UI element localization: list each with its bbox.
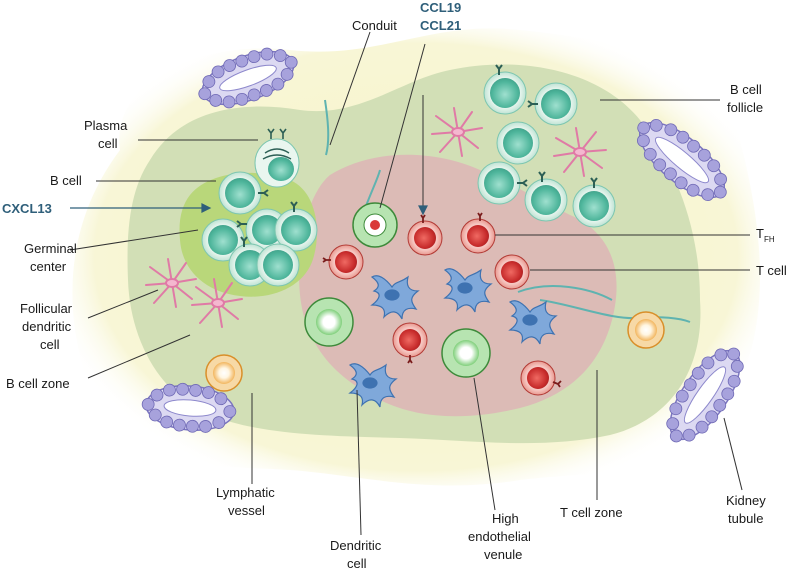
fdc-cell	[145, 107, 607, 328]
label-fdc-line3: cell	[40, 337, 60, 352]
label-hev-line3: venule	[484, 547, 522, 562]
label-dendritic-cell-line2: cell	[347, 556, 367, 571]
plasma-cell	[254, 128, 300, 188]
label-hev-line2: endothelial	[468, 529, 531, 544]
lymphatic-vessel	[205, 311, 665, 392]
label-tfh-sub: FH	[764, 235, 775, 244]
t-cell	[322, 212, 562, 396]
label-ccl19: CCL19	[420, 0, 461, 15]
b-cell	[201, 64, 616, 287]
kidney-tubule-right-top	[636, 118, 728, 202]
kidney-tubule-bottom-left	[141, 382, 237, 433]
label-plasma-cell-line2: cell	[98, 136, 118, 151]
label-dendritic-cell-line1: Dendritic	[330, 538, 382, 553]
label-b-cell-follicle-line1: B cell	[730, 82, 762, 97]
label-lymphatic-vessel-line1: Lymphatic	[216, 485, 275, 500]
high-endothelial-venule	[304, 202, 491, 378]
label-germinal-center-line2: center	[30, 259, 67, 274]
dendritic-cell	[348, 268, 558, 408]
label-germinal-center-line1: Germinal	[24, 241, 77, 256]
label-b-cell-zone: B cell zone	[6, 376, 70, 391]
kidney-tubule-bottom-right	[666, 347, 744, 443]
label-kidney-tubule-line2: tubule	[728, 511, 763, 526]
label-conduit: Conduit	[352, 18, 397, 33]
label-t-cell-zone: T cell zone	[560, 505, 623, 520]
label-hev-line1: High	[492, 511, 519, 526]
label-tfh: TFH	[756, 226, 775, 244]
label-lymphatic-vessel-line2: vessel	[228, 503, 265, 518]
label-tfh-main: T	[756, 226, 764, 241]
label-kidney-tubule-line1: Kidney	[726, 493, 766, 508]
label-ccl21: CCL21	[420, 18, 461, 33]
label-b-cell: B cell	[50, 173, 82, 188]
label-b-cell-follicle-line2: follicle	[727, 100, 763, 115]
label-plasma-cell-line1: Plasma	[84, 118, 128, 133]
label-cxcl13: CXCL13	[2, 201, 52, 216]
label-t-cell: T cell	[756, 263, 787, 278]
leader-lines	[69, 31, 750, 536]
label-fdc-line1: Follicular	[20, 301, 73, 316]
chemokine-arrows	[70, 203, 428, 216]
label-fdc-line2: dendritic	[22, 319, 72, 334]
kidney-tubule-top	[198, 47, 298, 109]
